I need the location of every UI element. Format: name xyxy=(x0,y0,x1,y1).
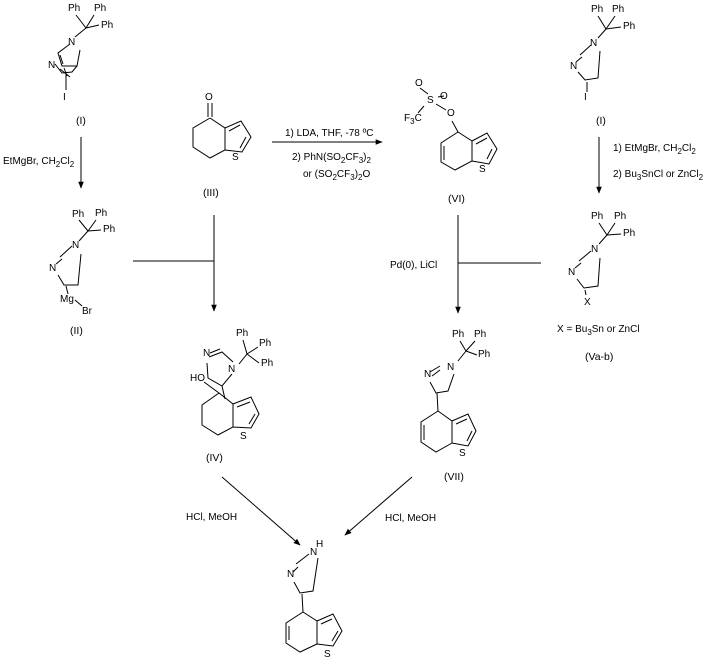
bonds xyxy=(457,340,478,362)
reagent-triflation-3: or (SO2CF3)2O xyxy=(303,169,371,182)
compound-label: (VI) xyxy=(448,193,465,205)
o-atom: O xyxy=(205,92,213,103)
compound-II: Ph Ph Ph N N Mg Br (II) xyxy=(49,208,115,337)
ph-label: Ph xyxy=(68,3,80,14)
bonds xyxy=(597,15,622,39)
bonds xyxy=(285,553,343,653)
bonds xyxy=(201,381,260,436)
reagent-grignard: EtMgBr, CH2Cl2 xyxy=(3,156,75,169)
br-atom: Br xyxy=(82,306,93,317)
n-atom: N xyxy=(590,38,597,49)
n-atom: N xyxy=(568,267,575,278)
s-atom: S xyxy=(479,164,486,175)
compound-label: (Va-b) xyxy=(585,351,613,363)
bonds xyxy=(78,219,102,242)
bonds xyxy=(74,299,83,307)
compound-I-right: Ph Ph Ph N N I (I) xyxy=(570,4,635,127)
compound-I-left: Ph Ph Ph N N I (I) xyxy=(48,3,113,127)
compound-label: (II) xyxy=(70,325,83,337)
compound-product: N H N S xyxy=(285,539,343,660)
compound-III: O S (III) xyxy=(192,92,252,199)
h-atom: H xyxy=(316,539,323,550)
ph-label: Ph xyxy=(478,349,490,360)
n-atom: N xyxy=(72,240,79,251)
o-atom: O xyxy=(447,108,455,119)
compound-label: (I) xyxy=(596,115,606,127)
o-atom: O xyxy=(415,78,423,89)
bonds xyxy=(574,250,601,296)
compound-Va-b: Ph Ph Ph N N X X = Bu3Sn or ZnCl (Va-b) xyxy=(557,211,640,363)
bonds xyxy=(598,222,622,245)
bonds xyxy=(575,44,601,92)
ph-label: Ph xyxy=(103,224,115,235)
s-atom: S xyxy=(232,152,239,163)
f3c-label: F3C xyxy=(404,113,422,126)
n-atom: N xyxy=(287,569,294,580)
reagent-stannylation-1: 1) EtMgBr, CH2Cl2 xyxy=(613,143,696,156)
bonds xyxy=(54,63,78,90)
n-atom: N xyxy=(48,60,55,71)
n-atom: N xyxy=(591,244,598,255)
ph-label: Ph xyxy=(623,228,635,239)
ph-label: Ph xyxy=(591,211,603,222)
compound-label: (VII) xyxy=(444,471,464,483)
bonds xyxy=(55,245,82,295)
n-atom: N xyxy=(570,61,577,72)
n-atom: N xyxy=(447,362,454,373)
i-atom: I xyxy=(63,92,66,103)
n-atom: N xyxy=(310,547,317,558)
s-atom: S xyxy=(459,448,466,459)
ph-label: Ph xyxy=(623,21,635,32)
n-atom: N xyxy=(203,348,210,359)
bonds xyxy=(417,87,498,171)
n-atom: N xyxy=(49,263,56,274)
compound-label: (IV) xyxy=(206,452,223,464)
bonds xyxy=(420,365,477,453)
compound-label: (I) xyxy=(76,115,86,127)
s-atom: S xyxy=(324,649,331,660)
compound-label: (III) xyxy=(203,187,219,199)
n-atom: N xyxy=(68,37,75,48)
reagent-deprotect-left: HCl, MeOH xyxy=(186,512,237,523)
reagent-stannylation-2: 2) Bu3SnCl or ZnCl2 xyxy=(613,169,704,182)
arrow-VII-to-product xyxy=(344,476,413,536)
compound-caption: X = Bu3Sn or ZnCl xyxy=(557,324,640,337)
n-atom: N xyxy=(424,369,431,380)
bonds xyxy=(238,339,260,365)
mg-atom: Mg xyxy=(60,294,74,305)
ph-label: Ph xyxy=(101,20,113,31)
ph-label: Ph xyxy=(94,3,106,14)
s-atom: S xyxy=(240,431,247,442)
compound-VII: Ph Ph Ph N N S (VII) xyxy=(420,329,490,483)
ph-label: Ph xyxy=(591,4,603,15)
reagent-triflation-1: 1) LDA, THF, -78 ºC xyxy=(285,128,374,139)
i-atom: I xyxy=(584,92,587,103)
ph-label: Ph xyxy=(72,209,84,220)
bonds xyxy=(57,14,100,78)
n-atom: N xyxy=(228,364,235,375)
ph-label: Ph xyxy=(474,329,486,340)
bonds xyxy=(206,348,234,400)
s-atom: S xyxy=(427,95,434,106)
ph-label: Ph xyxy=(236,328,248,339)
compound-IV: Ph Ph Ph N N HO S (IV) xyxy=(190,328,273,464)
bonds xyxy=(192,103,252,159)
x-atom: X xyxy=(584,297,591,308)
ph-label: Ph xyxy=(452,329,464,340)
compound-VI: O O S F3C O S (VI) xyxy=(404,78,498,205)
reagent-triflation-2: 2) PhN(SO2CF3)2 xyxy=(292,152,372,165)
ph-label: Ph xyxy=(95,208,107,219)
ho-label: HO xyxy=(190,373,205,384)
arrow-IV-to-product xyxy=(221,476,301,546)
ph-label: Ph xyxy=(614,211,626,222)
ph-label: Ph xyxy=(612,4,624,15)
reagent-deprotect-right: HCl, MeOH xyxy=(385,513,436,524)
ph-label: Ph xyxy=(261,358,273,369)
ph-label: Ph xyxy=(259,338,271,349)
reagent-coupling: Pd(0), LiCl xyxy=(390,260,437,271)
